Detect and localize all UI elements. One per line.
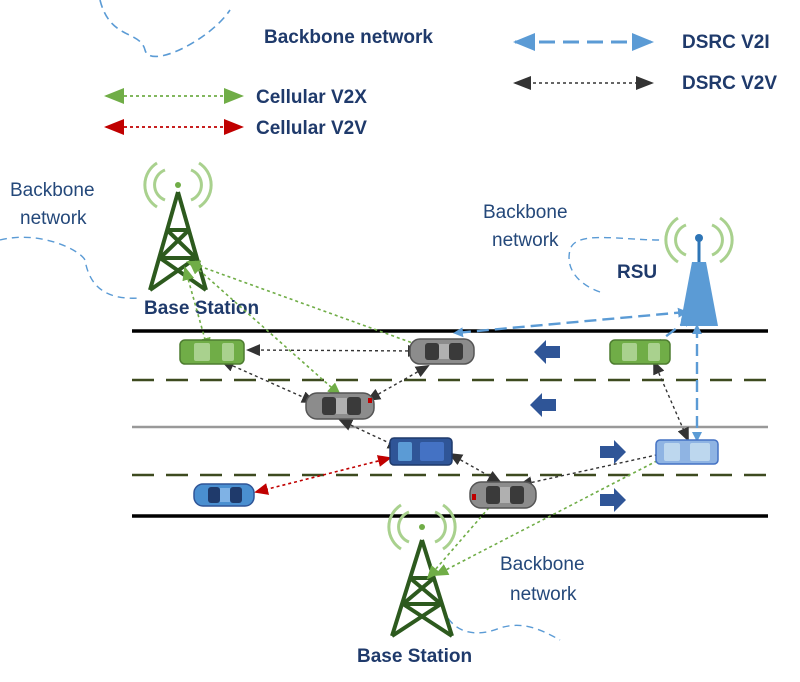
tower-icon: [390, 539, 454, 638]
backbone-label-rsu-line1: Backbone: [483, 202, 568, 223]
v2x-link-bs-top-gray-car-middle: [188, 260, 342, 397]
rsu: RSU: [617, 216, 734, 326]
gray-car-middle: [305, 392, 375, 420]
v2i-link-rsu-gray-car-top: [453, 307, 688, 338]
vehicles: [179, 338, 719, 509]
backbone-label-bottom-line2: network: [510, 584, 577, 605]
legend-cellular-v2x-label: Cellular V2X: [256, 87, 367, 108]
legend-dsrc-v2v-label: DSRC V2V: [682, 73, 777, 94]
v2v-dsrc-link-gray-top-gray-middle: [366, 365, 430, 401]
green-car-right: [609, 339, 671, 365]
backbone-label-top-line1: Backbone: [10, 180, 95, 201]
traffic-arrow-right-2: [600, 488, 626, 512]
v2v-dsrc-link-gray-top-green-left: [246, 344, 422, 357]
base-station-bottom-label: Base Station: [357, 646, 472, 667]
backbone-line-top-left: [0, 236, 141, 299]
links: [182, 260, 702, 580]
v2v-dsrc-link-green-left-gray-middle: [220, 360, 316, 403]
v2v-dsrc-link-blue-bus-gray-bottom: [448, 453, 502, 483]
backbone-line-rsu: [568, 236, 661, 293]
signal-waves-icon: [664, 216, 734, 264]
gray-car-top: [409, 338, 475, 365]
rsu-tower-icon: [680, 262, 718, 326]
v2v-dsrc-link-gray-bottom-light-blue-bus: [518, 448, 672, 489]
legend-backbone-label: Backbone network: [264, 27, 433, 48]
legend-backbone-line: [99, 0, 231, 58]
base-station-bottom: Base Station: [357, 503, 472, 667]
base-station-top: Base Station: [143, 161, 259, 319]
backbone-label-bottom-line1: Backbone: [500, 554, 585, 575]
legend-cellular-v2v-label: Cellular V2V: [256, 118, 367, 139]
rsu-label: RSU: [617, 262, 657, 283]
legend: Backbone network DSRC V2I Cellular V2X D…: [99, 0, 777, 139]
traffic-arrow-left-1: [534, 340, 560, 364]
base-station-top-label: Base Station: [144, 298, 259, 319]
v2v-cellular-link-blue-bus-blue-car: [254, 455, 392, 495]
light-blue-bus: [655, 439, 719, 465]
traffic-arrow-right-1: [600, 440, 626, 464]
gray-car-bottom: [469, 481, 537, 509]
backbone-label-top-line2: network: [20, 208, 87, 229]
green-car-left: [179, 339, 245, 365]
rsu-antenna-icon: [695, 234, 703, 242]
signal-waves-icon: [143, 161, 213, 209]
backbone-label-rsu-line2: network: [492, 230, 559, 251]
blue-bus: [389, 437, 453, 466]
v2v-dsrc-link-green-right-light-blue-bus: [653, 360, 689, 442]
traffic-arrow-left-2: [530, 393, 556, 417]
blue-car-small: [193, 483, 255, 507]
legend-dsrc-v2i-label: DSRC V2I: [682, 32, 770, 53]
tower-icon: [148, 191, 208, 292]
